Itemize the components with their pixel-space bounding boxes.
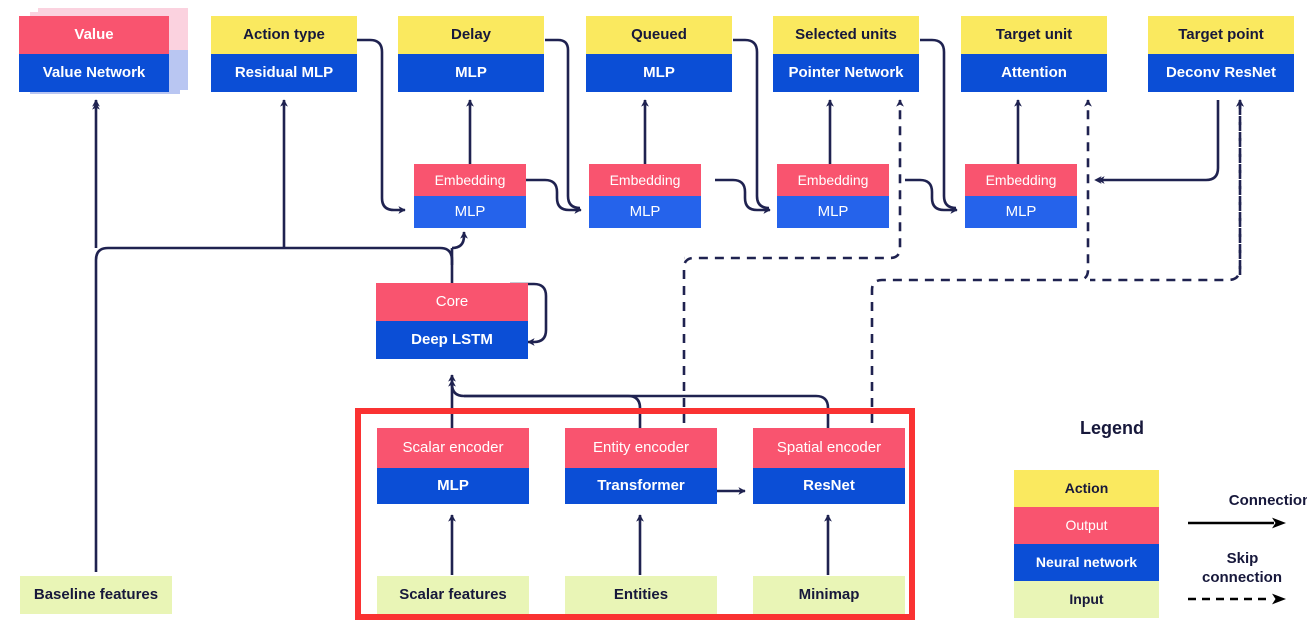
input-minimap-label: Minimap: [753, 576, 905, 614]
embedding-1-output-label: Embedding: [414, 164, 526, 196]
embedding-3[interactable]: Embedding MLP: [777, 164, 889, 228]
head-delay-action-label: Delay: [398, 16, 544, 54]
head-queued[interactable]: Queued MLP: [586, 16, 732, 92]
head-action-type[interactable]: Action type Residual MLP: [211, 16, 357, 92]
encoder-spatial-network-label: ResNet: [753, 468, 905, 504]
embedding-4-output-label: Embedding: [965, 164, 1077, 196]
head-target-point-network-label: Deconv ResNet: [1148, 54, 1294, 92]
head-action-type-action-label: Action type: [211, 16, 357, 54]
legend-connection-label: Connection: [1228, 492, 1307, 509]
encoder-scalar-network-label: MLP: [377, 468, 529, 504]
head-target-point[interactable]: Target point Deconv ResNet: [1148, 16, 1294, 92]
input-baseline-features-label: Baseline features: [20, 576, 172, 614]
embedding-4-network-label: MLP: [965, 196, 1077, 228]
legend-swatch-stack: Action Output Neural network Input: [1014, 470, 1159, 618]
encoder-spatial[interactable]: Spatial encoder ResNet: [753, 428, 905, 504]
head-delay[interactable]: Delay MLP: [398, 16, 544, 92]
legend-title: Legend: [1080, 418, 1145, 438]
embedding-2[interactable]: Embedding MLP: [589, 164, 701, 228]
embedding-3-output-label: Embedding: [777, 164, 889, 196]
input-minimap[interactable]: Minimap: [753, 576, 905, 614]
legend-skip-connection-label-line1: Skip: [1226, 550, 1259, 567]
embedding-1-network-label: MLP: [414, 196, 526, 228]
core-output-label: Core: [376, 283, 528, 321]
encoder-scalar[interactable]: Scalar encoder MLP: [377, 428, 529, 504]
input-baseline-features[interactable]: Baseline features: [20, 576, 172, 614]
head-target-unit-action-label: Target unit: [961, 16, 1107, 54]
head-selected-units[interactable]: Selected units Pointer Network: [773, 16, 919, 92]
head-value-action-label: Value: [19, 16, 169, 54]
head-queued-network-label: MLP: [586, 54, 732, 92]
input-scalar-features-label: Scalar features: [377, 576, 529, 614]
embedding-2-network-label: MLP: [589, 196, 701, 228]
encoder-entity-network-label: Transformer: [565, 468, 717, 504]
head-target-unit-network-label: Attention: [961, 54, 1107, 92]
head-queued-action-label: Queued: [586, 16, 732, 54]
legend-connection-arrow-icon: [1188, 517, 1286, 529]
head-target-point-action-label: Target point: [1148, 16, 1294, 54]
embedding-2-output-label: Embedding: [589, 164, 701, 196]
head-value-network-label: Value Network: [19, 54, 169, 92]
core-network-label: Deep LSTM: [376, 321, 528, 359]
encoder-scalar-output-label: Scalar encoder: [377, 428, 529, 468]
head-delay-network-label: MLP: [398, 54, 544, 92]
legend-swatch-output: Output: [1014, 507, 1159, 544]
encoder-spatial-output-label: Spatial encoder: [753, 428, 905, 468]
legend-swatch-action: Action: [1014, 470, 1159, 507]
legend-swatch-input: Input: [1014, 581, 1159, 618]
head-target-unit[interactable]: Target unit Attention: [961, 16, 1107, 92]
head-action-type-network-label: Residual MLP: [211, 54, 357, 92]
embedding-4[interactable]: Embedding MLP: [965, 164, 1077, 228]
embedding-1[interactable]: Embedding MLP: [414, 164, 526, 228]
input-scalar-features[interactable]: Scalar features: [377, 576, 529, 614]
head-selected-units-action-label: Selected units: [773, 16, 919, 54]
legend-swatch-neural-network: Neural network: [1014, 544, 1159, 581]
encoder-entity[interactable]: Entity encoder Transformer: [565, 428, 717, 504]
embedding-3-network-label: MLP: [777, 196, 889, 228]
input-entities-label: Entities: [565, 576, 717, 614]
core-module[interactable]: Core Deep LSTM: [376, 283, 528, 359]
input-entities[interactable]: Entities: [565, 576, 717, 614]
head-value[interactable]: Value Value Network: [19, 16, 169, 92]
legend-skip-connection-label-line2: connection: [1201, 569, 1282, 586]
encoder-highlight-box: [355, 408, 915, 620]
legend-skip-connection-arrow-icon: [1188, 593, 1286, 605]
encoder-entity-output-label: Entity encoder: [565, 428, 717, 468]
head-selected-units-network-label: Pointer Network: [773, 54, 919, 92]
